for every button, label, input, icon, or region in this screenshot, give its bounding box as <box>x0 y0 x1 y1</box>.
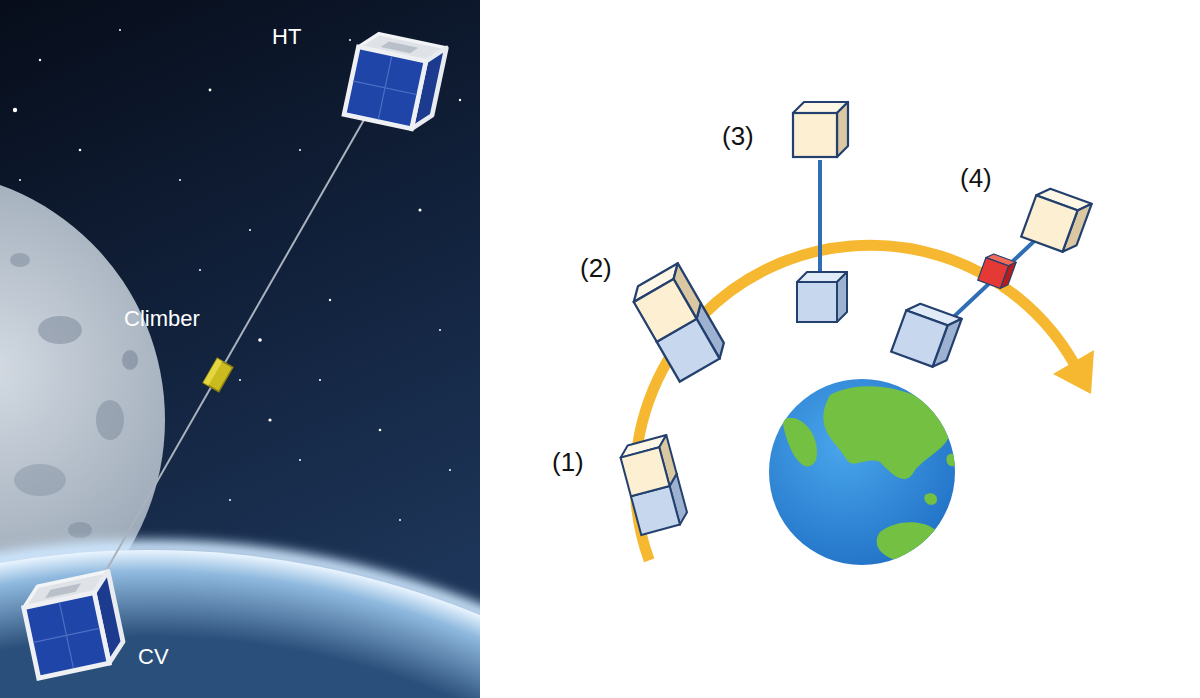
stacked-cubesats <box>618 435 690 535</box>
satellite-label: CV <box>138 644 169 669</box>
satellite-label: HT <box>272 24 301 49</box>
callout-number: (3) <box>722 122 754 152</box>
ht-cubesat <box>344 30 446 132</box>
climber <box>203 358 233 391</box>
ht-cube <box>793 102 848 157</box>
callout-number: (4) <box>960 164 992 194</box>
orbit-arrowhead <box>1053 350 1094 394</box>
tether <box>95 118 365 590</box>
satellite-label: Climber <box>124 306 200 331</box>
cv-cubesat <box>20 571 127 678</box>
stacked-cubesats <box>628 263 730 381</box>
white-panel <box>480 0 1200 698</box>
climber-cube <box>978 252 1016 290</box>
callout-number: (1) <box>552 448 584 478</box>
ht-cube <box>1021 185 1091 255</box>
cv-cube <box>797 272 847 322</box>
cv-cube <box>891 300 961 370</box>
earth-globe <box>769 379 957 565</box>
tether <box>818 160 822 282</box>
callout-number: (2) <box>580 254 612 284</box>
